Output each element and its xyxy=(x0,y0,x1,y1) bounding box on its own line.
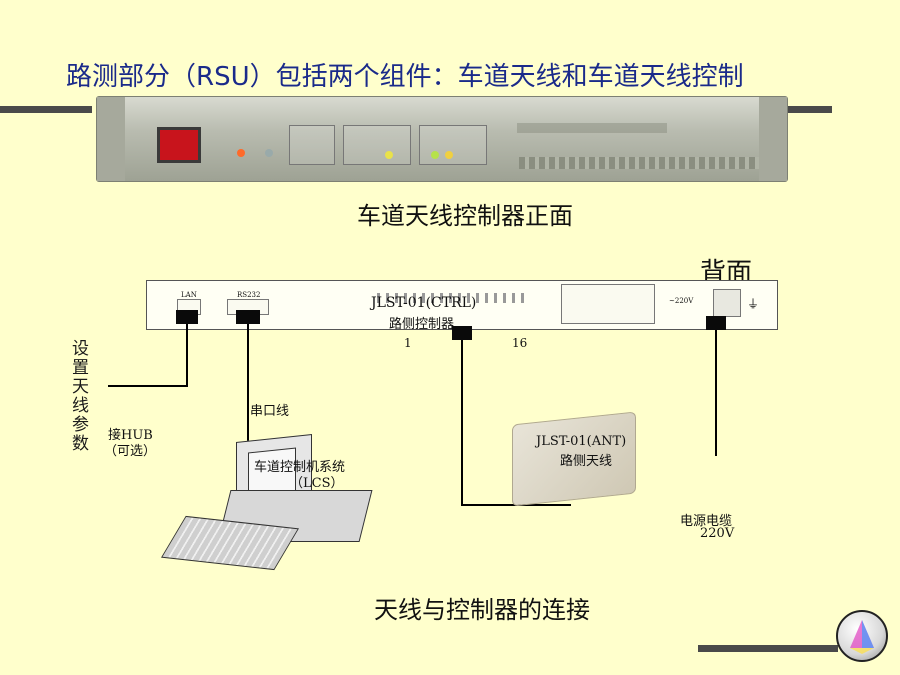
lan-cable-horizontal xyxy=(108,385,188,387)
power-cable-label: 电源电缆 xyxy=(680,514,733,529)
led-yellow-2 xyxy=(445,151,453,159)
led-group-1 xyxy=(289,125,335,165)
serial-plug xyxy=(236,310,260,324)
antenna-cable-vertical xyxy=(461,340,463,506)
status-led xyxy=(265,149,273,157)
ground-icon: ⏚ xyxy=(747,297,760,311)
port-rs232-label: RS232 xyxy=(237,291,261,299)
led-group-3 xyxy=(419,125,487,165)
lcs-computer xyxy=(161,430,374,580)
lan-cable-vertical xyxy=(186,324,188,386)
controller-front-photo xyxy=(96,96,788,182)
front-caption: 车道天线控制器正面 xyxy=(357,202,573,230)
hub-label: 接HUB xyxy=(108,428,153,443)
led-group-2 xyxy=(343,125,411,165)
power-cable-line xyxy=(715,330,717,456)
front-left-ear xyxy=(97,97,125,181)
rear-model-label: JLST-01(CTRL) xyxy=(371,295,477,311)
front-right-ear xyxy=(759,97,787,181)
logo-icon xyxy=(836,610,888,662)
slide-title: 路测部分（RSU）包括两个组件：车道天线和车道天线控制 xyxy=(66,62,744,92)
lcs-name-label: 车道控制机系统 xyxy=(254,460,346,475)
power-socket xyxy=(713,289,741,317)
port-lan-label: LAN xyxy=(181,291,197,299)
serial-label: 串口线 xyxy=(250,404,290,419)
rear-name-label: 路侧控制器 xyxy=(389,317,455,332)
port-range-start: 1 xyxy=(404,336,412,350)
left-title-bar xyxy=(0,106,92,113)
right-title-bar xyxy=(786,106,832,113)
port-range-end: 16 xyxy=(512,336,528,350)
logo-prism-icon xyxy=(850,620,874,654)
front-connector-strip xyxy=(519,157,759,169)
lan-plug xyxy=(176,310,198,324)
antenna-plug xyxy=(452,326,472,340)
power-plug xyxy=(706,316,726,330)
led-yellow-1 xyxy=(385,151,393,159)
bottom-caption: 天线与控制器的连接 xyxy=(374,596,590,624)
antenna-model-label: JLST-01(ANT) xyxy=(536,434,627,449)
front-brand-area xyxy=(517,123,667,133)
bottom-bar xyxy=(698,645,838,652)
antenna-name-label: 路侧天线 xyxy=(560,454,613,469)
rear-nameplate xyxy=(561,284,655,324)
power-led xyxy=(237,149,245,157)
lcs-abbr-label: （LCS） xyxy=(290,476,344,491)
power-switch xyxy=(157,127,201,163)
setup-params-label: 设置天线参数 xyxy=(72,339,89,454)
power-voltage-label: ~220V xyxy=(669,297,694,305)
power-voltage-caption: 220V xyxy=(700,526,735,541)
hub-optional-label: （可选） xyxy=(104,444,157,459)
led-green-1 xyxy=(431,151,439,159)
terminal-strip xyxy=(377,293,527,303)
serial-cable xyxy=(247,324,249,460)
